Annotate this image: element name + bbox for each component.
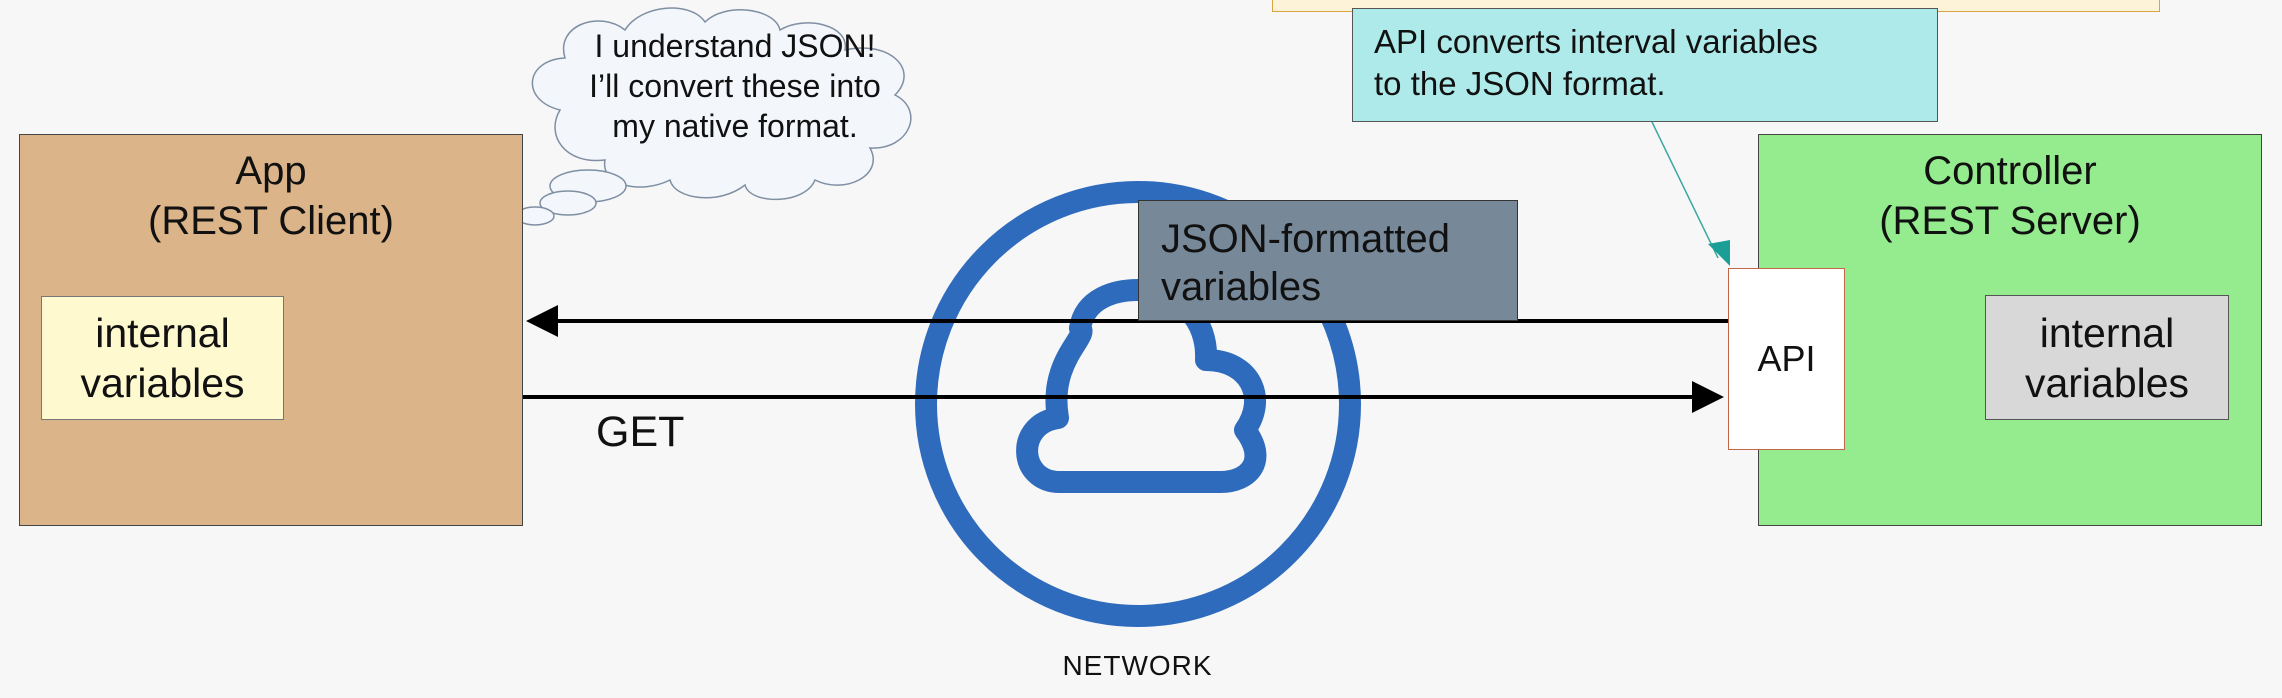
controller-internal-variables-box: internal variables <box>1985 295 2229 420</box>
controller-internal-line1: internal <box>2039 309 2175 356</box>
callout-line1: API converts interval variables <box>1374 23 1818 60</box>
controller-title: Controller (REST Server) <box>1758 146 2262 246</box>
app-title: App (REST Client) <box>19 146 523 246</box>
callout-pointer <box>1651 121 1719 259</box>
thought-bubble-dot-medium <box>539 190 597 216</box>
controller-title-line2: (REST Server) <box>1879 199 2141 243</box>
thought-line3: my native format. <box>612 108 858 144</box>
app-internal-variables-box: internal variables <box>41 296 284 420</box>
app-internal-line2: variables <box>80 360 245 406</box>
network-label: NETWORK <box>1062 650 1213 681</box>
json-label-line1: JSON-formatted <box>1161 217 1450 261</box>
get-label: GET <box>596 408 685 456</box>
api-label: API <box>1757 338 1816 379</box>
callout-line2: to the JSON format. <box>1374 65 1666 102</box>
callout-pointer-head <box>1708 240 1730 266</box>
json-label-line2: variables <box>1161 265 1322 309</box>
network-ring <box>915 181 1361 627</box>
api-box: API <box>1728 268 1845 450</box>
json-formatted-variables-label: JSON-formatted variables <box>1138 200 1518 321</box>
controller-internal-line2: variables <box>2024 359 2190 406</box>
api-converts-callout: API converts interval variables to the J… <box>1352 8 1938 122</box>
thought-line2: I’ll convert these into <box>589 68 881 104</box>
thought-line1: I understand JSON! <box>594 28 876 64</box>
app-internal-line1: internal <box>95 310 230 356</box>
app-title-line1: App <box>235 149 307 193</box>
app-title-line2: (REST Client) <box>148 199 394 243</box>
controller-title-line1: Controller <box>1923 149 2097 193</box>
thought-bubble-text: I understand JSON! I’ll convert these in… <box>575 26 895 146</box>
thought-cloud <box>515 7 912 226</box>
